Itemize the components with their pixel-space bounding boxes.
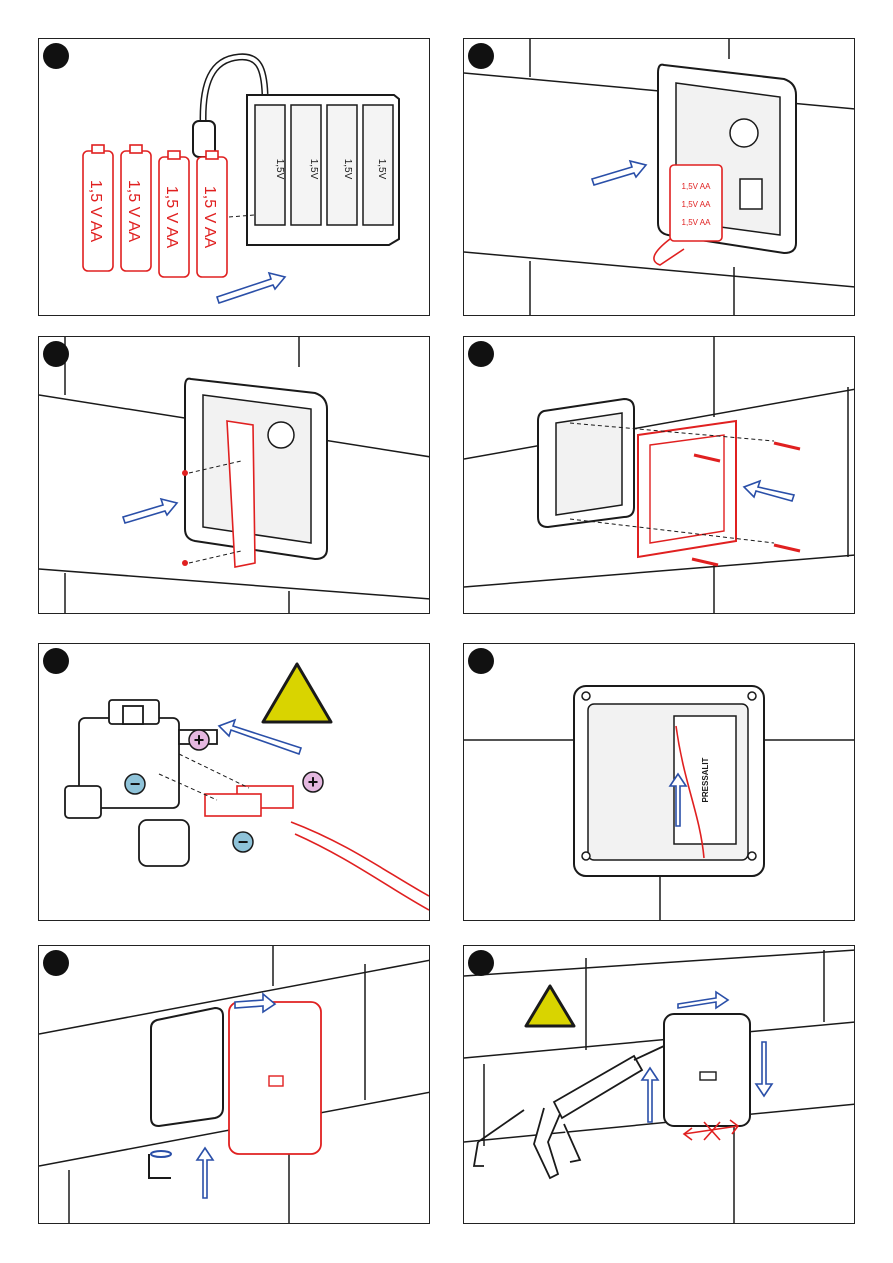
svg-text:1,5V AA: 1,5V AA (682, 200, 712, 209)
screw-icon (691, 441, 801, 567)
step-number-icon (43, 341, 69, 367)
wall-box (573, 685, 765, 877)
cable (675, 725, 705, 859)
wall-box (537, 397, 635, 529)
step-number-icon (468, 648, 494, 674)
warning-triangle-icon (261, 662, 333, 724)
hex-key-icon (148, 1150, 172, 1179)
warning-triangle-icon (524, 984, 576, 1028)
svg-text:1,5V AA: 1,5V AA (682, 182, 712, 191)
arrow-icon (121, 497, 179, 524)
valve-connect-illustration: + + − − (64, 662, 429, 911)
step-number-icon (468, 43, 494, 69)
arrow-icon (742, 479, 796, 502)
step-number-icon (43, 950, 69, 976)
arrow-icon (217, 718, 303, 756)
step-panel-5: + + − − (38, 643, 430, 921)
step-panel-7 (38, 945, 430, 1224)
arrow-icon (668, 772, 688, 827)
svg-text:−: − (130, 774, 141, 794)
svg-text:1,5V: 1,5V (342, 159, 353, 180)
svg-text:+: + (194, 730, 205, 750)
arrow-icon (195, 992, 277, 1199)
step-panel-1: 1,5V 1,5V 1,5V 1,5V 1,5 V AA 1,5 V AA 1,… (38, 38, 430, 316)
front-cover (228, 1001, 322, 1155)
wall-box (150, 1006, 224, 1128)
step-panel-2: 1,5V AA 1,5V AA 1,5V AA (463, 38, 855, 316)
svg-text:1,5V AA: 1,5V AA (682, 218, 712, 227)
device-cover (663, 1013, 751, 1127)
cover-plate (226, 420, 256, 568)
sealing-illustration (464, 949, 854, 1223)
minus-icon (124, 773, 146, 795)
svg-text:1,5V: 1,5V (274, 159, 285, 180)
cable (204, 785, 429, 911)
svg-text:1,5V: 1,5V (308, 159, 319, 180)
step-panel-6: PRESSALIT (463, 643, 855, 921)
arrow-icon (215, 271, 287, 305)
cover-plate-screw-illustration (39, 337, 429, 613)
battery-holder (246, 94, 400, 246)
mounting-frame (637, 419, 737, 559)
svg-text:1,5 V AA: 1,5 V AA (163, 186, 180, 249)
batteries-aa (82, 144, 228, 278)
svg-text:1,5 V AA: 1,5 V AA (87, 180, 104, 243)
no-seal-bottom-icon (682, 1119, 740, 1141)
screw-icon (581, 691, 757, 861)
step-number-icon (43, 43, 69, 69)
arrow-icon (640, 990, 774, 1123)
plus-icon (188, 729, 210, 751)
screw-icon (182, 470, 188, 566)
wiring-overview-illustration: PRESSALIT (464, 685, 854, 920)
minus-icon (232, 831, 254, 853)
front-cover-illustration (39, 946, 429, 1223)
caulking-gun-icon (472, 1045, 665, 1180)
svg-text:1,5 V AA: 1,5 V AA (125, 180, 142, 243)
pack-insert-illustration: 1,5V AA 1,5V AA 1,5V AA (464, 39, 854, 315)
step-number-icon (43, 648, 69, 674)
solenoid-valve (64, 699, 218, 867)
svg-text:+: + (308, 772, 319, 792)
plus-icon (302, 771, 324, 793)
step-number-icon (468, 950, 494, 976)
battery-install-illustration: 1,5V 1,5V 1,5V 1,5V 1,5 V AA 1,5 V AA 1,… (82, 53, 400, 305)
svg-text:−: − (238, 832, 249, 852)
step-panel-3 (38, 336, 430, 614)
step-panel-8 (463, 945, 855, 1224)
arrow-icon (590, 159, 648, 186)
frame-mount-illustration (464, 337, 854, 613)
step-panel-4 (463, 336, 855, 614)
svg-text:1,5V: 1,5V (376, 159, 387, 180)
svg-text:1,5 V AA: 1,5 V AA (201, 186, 218, 249)
battery-pack (653, 164, 723, 266)
step-number-icon (468, 341, 494, 367)
svg-text:PRESSALIT: PRESSALIT (701, 757, 710, 802)
